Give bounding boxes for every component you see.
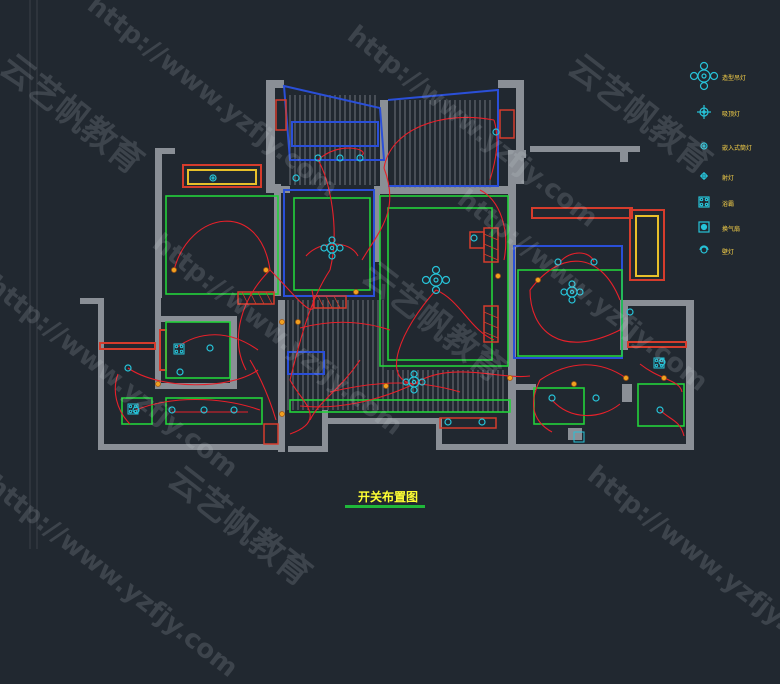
downlight-icon (700, 142, 708, 150)
legend-symbols (689, 61, 719, 254)
legend-label-ceiling-lamp: 吸顶灯 (722, 111, 741, 118)
switch-points (155, 267, 667, 417)
wall-lamp-icon (699, 245, 709, 254)
ceiling-outlines (121, 195, 685, 427)
exhaust-fan-icon (698, 221, 710, 233)
legend-label-chandelier: 造型吊灯 (722, 75, 747, 82)
chandelier-icon (320, 236, 344, 260)
chandelier-icon (421, 265, 451, 295)
walls (80, 80, 694, 452)
floor-hatch (287, 95, 504, 412)
chandelier-icon (560, 280, 584, 304)
bath-heater-icon (698, 196, 710, 208)
title-underline (345, 505, 425, 508)
spotlight-icon (700, 172, 708, 180)
ceiling-lamp-icon (697, 105, 711, 119)
bath-heater-icon (127, 343, 665, 443)
wiring (114, 116, 685, 437)
fixtures (124, 128, 666, 426)
chandelier-icon (402, 370, 426, 394)
drawing-title: 开关布置图 (358, 490, 419, 504)
floor-plan (29, 0, 719, 549)
legend-label-exhaust-fan: 换气扇 (722, 226, 741, 233)
legend-label-bath-heater: 浴霸 (722, 201, 735, 208)
legend-label-downlight: 嵌入式筒灯 (722, 145, 753, 152)
chandelier-icon (689, 61, 719, 91)
legend-label-spotlight: 射灯 (722, 175, 735, 182)
legend-label-wall-lamp: 壁灯 (722, 249, 735, 256)
panel-hatch (241, 233, 499, 339)
